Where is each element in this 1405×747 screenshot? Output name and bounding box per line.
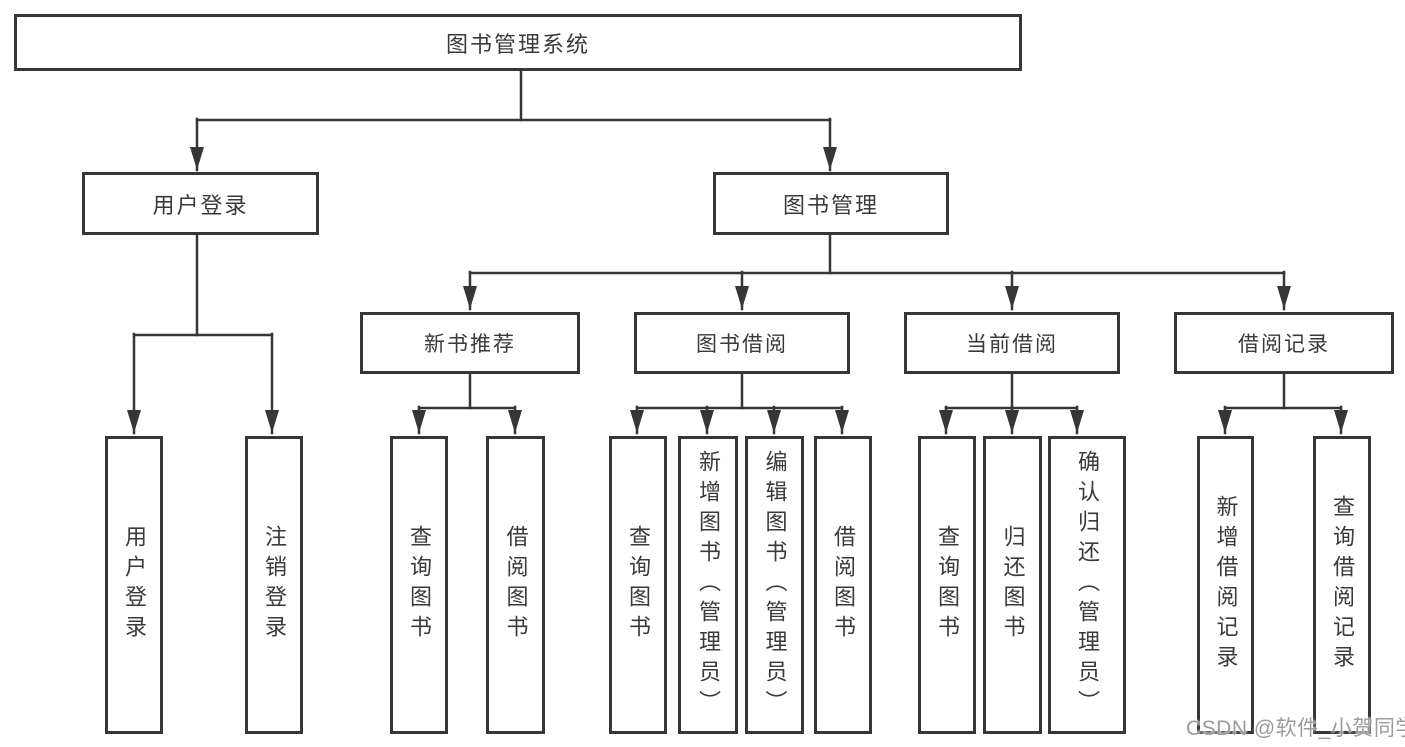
leaf-edit-book-admin: 编辑图书（管理员） bbox=[745, 436, 804, 734]
leaf-query-books-current: 查询图书 bbox=[918, 436, 976, 734]
leaf-query-books-borrowing: 查询图书 bbox=[609, 436, 667, 734]
node-label: 当前借阅 bbox=[966, 333, 1058, 356]
node-current-borrowing: 当前借阅 bbox=[904, 312, 1120, 374]
connector-sections-to-leaves bbox=[412, 372, 1348, 435]
leaf-query-borrow-record: 查询借阅记录 bbox=[1313, 436, 1371, 734]
leaf-label: 借阅图书 bbox=[503, 525, 529, 645]
node-user-login: 用户登录 bbox=[82, 172, 319, 235]
leaf-label: 新增图书（管理员） bbox=[696, 450, 721, 720]
connector-book-management-to-sections bbox=[463, 232, 1291, 311]
leaf-user-login: 用户登录 bbox=[105, 436, 163, 734]
node-label: 图书管理 bbox=[782, 192, 879, 218]
node-label: 借阅记录 bbox=[1238, 333, 1330, 356]
leaf-label: 归还图书 bbox=[1000, 525, 1026, 645]
node-book-management: 图书管理 bbox=[713, 172, 949, 235]
node-label: 图书借阅 bbox=[696, 333, 788, 356]
node-label: 图书管理系统 bbox=[445, 31, 590, 57]
connector-user-login-to-children bbox=[127, 232, 279, 435]
leaf-add-book-admin: 新增图书（管理员） bbox=[678, 436, 738, 734]
leaf-label: 注销登录 bbox=[262, 525, 287, 645]
leaf-return-books: 归还图书 bbox=[983, 436, 1042, 734]
leaf-label: 查询图书 bbox=[407, 525, 432, 645]
leaf-label: 编辑图书（管理员） bbox=[762, 450, 788, 720]
leaf-label: 用户登录 bbox=[122, 525, 147, 645]
leaf-label: 确认归还（管理员） bbox=[1075, 450, 1100, 720]
leaf-label: 借阅图书 bbox=[831, 525, 856, 645]
node-new-book-recommendation: 新书推荐 bbox=[360, 312, 580, 374]
leaf-label: 新增借阅记录 bbox=[1213, 495, 1239, 675]
leaf-label: 查询图书 bbox=[626, 525, 651, 645]
leaf-label: 查询图书 bbox=[935, 525, 960, 645]
node-library-management-system: 图书管理系统 bbox=[14, 14, 1022, 71]
leaf-confirm-return-admin: 确认归还（管理员） bbox=[1048, 436, 1126, 734]
node-label: 用户登录 bbox=[152, 192, 249, 218]
leaf-label: 查询借阅记录 bbox=[1330, 495, 1355, 675]
csdn-watermark: CSDN @软件_小贺同学 bbox=[1186, 717, 1405, 740]
node-label: 新书推荐 bbox=[424, 333, 516, 356]
leaf-add-borrow-record: 新增借阅记录 bbox=[1197, 436, 1254, 734]
connector-root-to-level2 bbox=[190, 69, 837, 172]
leaf-borrow-books-borrowing: 借阅图书 bbox=[814, 436, 872, 734]
node-borrowing-records: 借阅记录 bbox=[1174, 312, 1394, 374]
node-book-borrowing: 图书借阅 bbox=[634, 312, 850, 374]
leaf-query-books-recommend: 查询图书 bbox=[390, 436, 448, 734]
leaf-logout-login: 注销登录 bbox=[245, 436, 303, 734]
leaf-borrow-books-recommend: 借阅图书 bbox=[486, 436, 545, 734]
